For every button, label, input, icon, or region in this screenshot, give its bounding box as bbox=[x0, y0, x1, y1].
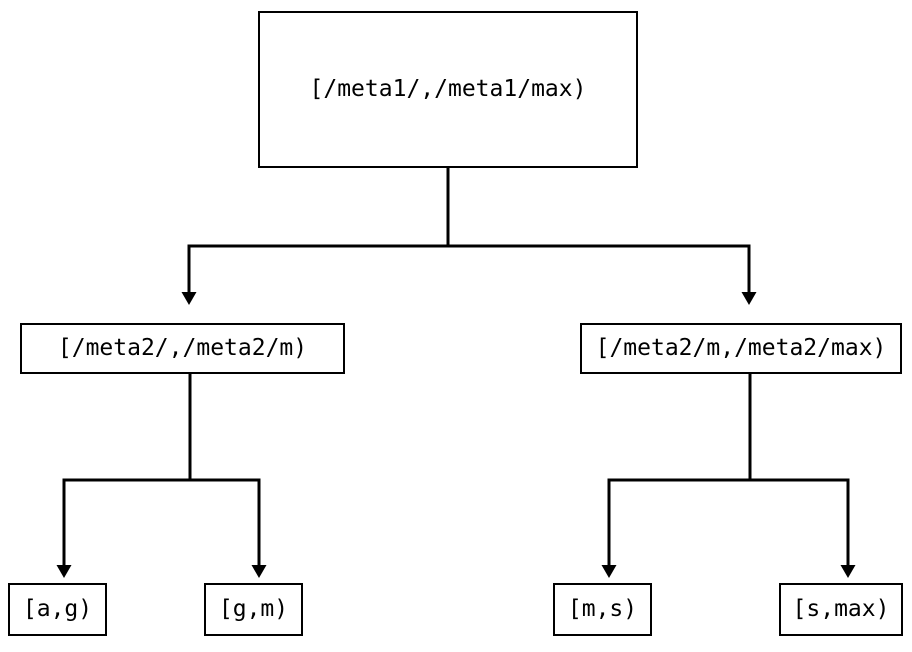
tree-node-leaf-ag-label: [a,g) bbox=[22, 596, 93, 622]
edge-mid-right-to-leaf-smax bbox=[750, 478, 856, 578]
tree-node-mid-right[interactable]: [/meta2/m,/meta2/max) bbox=[580, 323, 902, 374]
tree-node-leaf-ms[interactable]: [m,s) bbox=[553, 583, 652, 636]
arrowhead-down-icon bbox=[840, 565, 856, 578]
tree-node-root-label: [/meta1/,/meta1/max) bbox=[309, 76, 587, 102]
tree-node-mid-right-label: [/meta2/m,/meta2/max) bbox=[595, 335, 887, 361]
tree-node-mid-left-label: [/meta2/,/meta2/m) bbox=[57, 335, 308, 361]
tree-node-leaf-ag[interactable]: [a,g) bbox=[8, 583, 107, 636]
arrowhead-down-icon bbox=[251, 565, 267, 578]
arrowhead-down-icon bbox=[181, 292, 197, 305]
tree-node-leaf-smax[interactable]: [s,max) bbox=[779, 583, 903, 636]
tree-node-mid-left[interactable]: [/meta2/,/meta2/m) bbox=[20, 323, 345, 374]
tree-node-root[interactable]: [/meta1/,/meta1/max) bbox=[258, 11, 638, 168]
arrowhead-down-icon bbox=[56, 565, 72, 578]
edge-root-to-mid-right bbox=[448, 244, 757, 305]
arrowhead-down-icon bbox=[601, 565, 617, 578]
tree-node-leaf-gm-label: [g,m) bbox=[218, 596, 289, 622]
tree-node-leaf-gm[interactable]: [g,m) bbox=[204, 583, 303, 636]
edge-mid-left-to-leaf-ag bbox=[56, 374, 192, 578]
tree-node-leaf-smax-label: [s,max) bbox=[792, 596, 890, 622]
edge-mid-left-to-leaf-gm bbox=[190, 478, 267, 578]
edge-root-to-mid-left bbox=[181, 168, 450, 305]
edge-mid-right-to-leaf-ms bbox=[601, 374, 752, 578]
tree-node-leaf-ms-label: [m,s) bbox=[567, 596, 638, 622]
arrowhead-down-icon bbox=[741, 292, 757, 305]
